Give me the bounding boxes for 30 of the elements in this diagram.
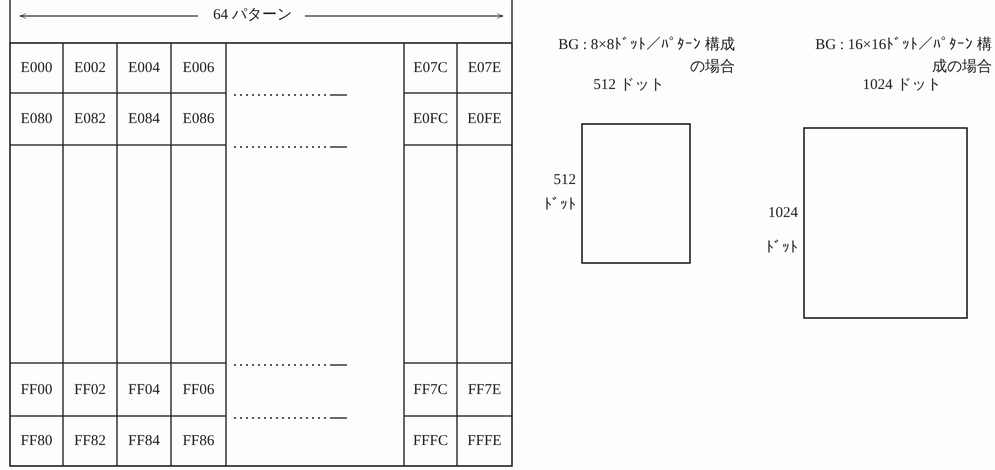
pattern-number: FF7C — [412, 380, 449, 398]
width-label: 1024 ドット — [862, 76, 942, 94]
mode-heading: BG : 8×8ﾄﾞｯﾄ／ﾊﾟﾀｰﾝ 構成の場合 — [557, 36, 735, 77]
pattern-number: E084 — [127, 110, 161, 128]
pattern-number: E07C — [412, 59, 449, 77]
mode-heading: BG : 16×16ﾄﾞｯﾄ／ﾊﾟﾀｰﾝ 構成の場合 — [814, 36, 992, 77]
pattern-number: FF04 — [127, 380, 161, 398]
pattern-number: E006 — [182, 59, 216, 77]
pattern-number: FF80 — [20, 432, 54, 450]
pattern-number: FF06 — [182, 380, 216, 398]
width-label: 512 ドット — [592, 76, 666, 94]
pattern-number: E0FE — [466, 110, 503, 128]
pattern-number: FFFC — [412, 432, 450, 450]
pattern-number: E086 — [182, 110, 216, 128]
pattern-number: E07E — [466, 59, 502, 77]
pattern-number: E000 — [20, 59, 54, 77]
pattern-number: FFFE — [466, 432, 503, 450]
pattern-number: E004 — [127, 59, 161, 77]
pattern-number: E082 — [73, 110, 107, 128]
pattern-number: E080 — [20, 110, 54, 128]
pattern-number: FF86 — [182, 432, 216, 450]
height-label: 512 ﾄﾞｯﾄ — [543, 171, 576, 215]
pattern-number: FF7E — [466, 380, 502, 398]
pattern-number: E002 — [73, 59, 107, 77]
pattern-number: FF84 — [127, 432, 161, 450]
pattern-number: FF00 — [20, 380, 54, 398]
pattern-number: FF02 — [73, 380, 107, 398]
height-label: 1024 ﾄﾞｯﾄ — [765, 204, 798, 258]
pattern-number: E0FC — [412, 110, 449, 128]
pattern-number: FF82 — [73, 432, 107, 450]
